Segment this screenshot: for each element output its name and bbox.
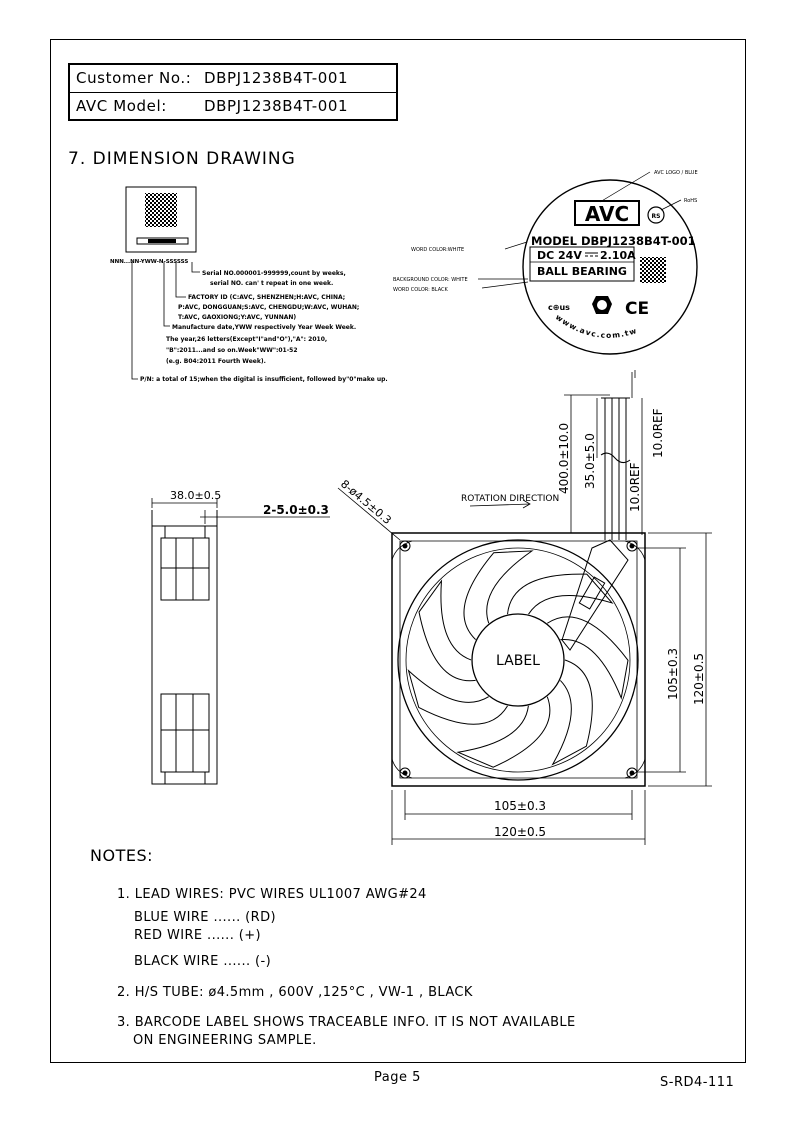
fan-front-view xyxy=(391,532,646,787)
rohs-icon xyxy=(647,206,665,224)
note-red-wire: RED WIRE ...... (+) xyxy=(134,928,262,943)
model-value: DBPJ1238B4T-001 xyxy=(204,97,349,115)
hole-pitch-vertical: 105±0.3 xyxy=(666,648,680,700)
note-1: 1. LEAD WIRES: PVC WIRES UL1007 AWG#24 xyxy=(117,887,427,902)
header-table: Customer No.: DBPJ1238B4T-001 AVC Model:… xyxy=(68,63,398,121)
note-2: 2. H/S TUBE: ø4.5mm , 600V ,125°C , VW-1… xyxy=(117,985,473,1000)
callout-rohs: RoHS xyxy=(684,198,697,204)
fan-blade xyxy=(551,659,593,766)
legend-serial-2: serial NO. can' t repeat in one week. xyxy=(210,280,333,287)
rotation-direction: ROTATION DIRECTION xyxy=(461,494,559,504)
doc-number: S-RD4-111 xyxy=(660,1075,735,1090)
callout-word-black: WORD COLOR: BLACK xyxy=(393,287,449,293)
label-bearing: BALL BEARING xyxy=(537,265,627,278)
depth-dimension: 38.0±0.5 xyxy=(170,489,221,502)
label-dc-line: DC 24V xyxy=(537,249,582,262)
fan-side-view xyxy=(151,510,218,785)
legend-pn: P/N: a total of 15;when the digital is i… xyxy=(140,376,388,383)
dc-symbol-icon xyxy=(585,252,598,257)
ce-mark-icon: CE xyxy=(625,299,649,319)
legend-mfg-2: The year,26 letters(Except"I"and"O"),"A"… xyxy=(166,336,327,343)
fan-label-circle: AVC RS MODEL DBPJ1238B4T-001 DC 24V 2.10… xyxy=(522,179,698,355)
strip-length-dimension: 35.0±5.0 xyxy=(583,433,597,489)
legend-serial-1: Serial NO.000001-999999,count by weeks, xyxy=(202,270,346,277)
page-frame xyxy=(50,39,746,1063)
fan-blade xyxy=(507,573,614,615)
fan-blade xyxy=(547,616,629,700)
legend-leaders xyxy=(131,262,200,380)
side-dimension-lines xyxy=(151,498,330,524)
ref-dimension-1: 10.0REF xyxy=(651,408,665,458)
fan-blade xyxy=(463,550,534,640)
callout-bg: BACKGROUND COLOR: WHITE xyxy=(393,277,468,283)
ref-dimension-2: 10.0REF xyxy=(628,462,642,512)
hole-pitch-horizontal: 105±0.3 xyxy=(494,799,546,813)
avc-logo-box xyxy=(574,200,640,226)
hub-label: LABEL xyxy=(496,653,540,669)
wire-exit xyxy=(561,397,631,651)
customer-label: Customer No.: xyxy=(76,69,192,87)
model-row: AVC Model: DBPJ1238B4T-001 xyxy=(70,93,396,120)
note-black-wire: BLACK WIRE ...... (-) xyxy=(134,954,272,969)
section-title: 7. DIMENSION DRAWING xyxy=(68,149,296,169)
legend-factory-1: FACTORY ID (C:AVC, SHENZHEN;H:AVC, CHINA… xyxy=(188,294,345,301)
note-3b: ON ENGINEERING SAMPLE. xyxy=(133,1033,317,1048)
code-format: NNN...NN-YWW-N-SSSSSS xyxy=(110,259,188,265)
fan-hub xyxy=(471,613,565,707)
model-label: AVC Model: xyxy=(76,97,167,115)
customer-row: Customer No.: DBPJ1238B4T-001 xyxy=(70,65,396,93)
legend-mfg-4: (e.g. B04:2011 Fourth Week). xyxy=(166,358,266,365)
front-dimension-lines xyxy=(337,370,712,845)
fan-blade xyxy=(456,696,551,768)
qr-code-icon xyxy=(145,193,177,227)
legend-factory-2: P:AVC, DONGGUAN;S:AVC, CHENGDU;W:AVC, WU… xyxy=(178,304,359,311)
callout-word-white: WORD COLOR:WHITE xyxy=(411,247,464,253)
customer-value: DBPJ1238B4T-001 xyxy=(204,69,349,87)
svg-text:RS: RS xyxy=(652,213,661,220)
label-callouts xyxy=(478,171,682,289)
rib-dimension: 2-5.0±0.3 xyxy=(263,503,329,517)
wire-length-dimension: 400.0±10.0 xyxy=(557,423,571,494)
legend-mfg-3: "B":2011...and so on.Week"WW":01-52 xyxy=(166,347,298,354)
legend-factory-3: T:AVC, GAOXIONG;Y:AVC, YUNNAN) xyxy=(178,314,296,321)
note-3a: 3. BARCODE LABEL SHOWS TRACEABLE INFO. I… xyxy=(117,1015,576,1030)
hole-dimension: 8-ø4.5±0.3 xyxy=(338,477,394,527)
fan-blade xyxy=(418,579,476,682)
page-number: Page 5 xyxy=(374,1070,421,1085)
barcode-label-sample xyxy=(125,186,197,253)
notes-title: NOTES: xyxy=(90,846,153,865)
label-current: 2.10A xyxy=(600,249,636,262)
ul-mark-icon: c⊕us xyxy=(548,303,570,312)
fan-blade xyxy=(407,669,508,725)
label-model-line: MODEL DBPJ1238B4T-001 xyxy=(531,234,696,248)
note-blue-wire: BLUE WIRE ...... (RD) xyxy=(134,910,276,925)
callout-logo: AVC LOGO / BLUE xyxy=(654,170,698,176)
size-vertical: 120±0.5 xyxy=(692,653,706,705)
size-horizontal: 120±0.5 xyxy=(494,825,546,839)
legend-mfg-1: Manufacture date,YWW respectively Year W… xyxy=(172,324,356,331)
label-qr-icon xyxy=(640,257,666,283)
avc-logo: AVC xyxy=(585,202,629,226)
